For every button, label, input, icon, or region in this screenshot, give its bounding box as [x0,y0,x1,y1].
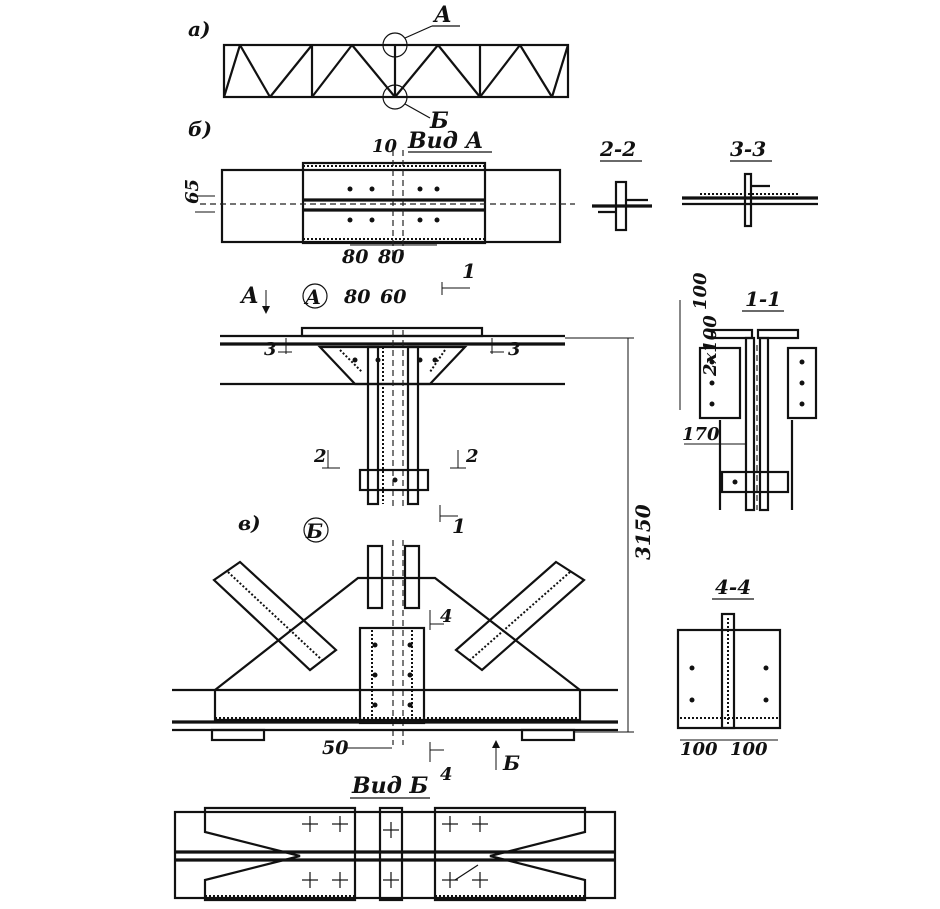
cut-1-top: 1 [462,259,476,283]
section-4-4-title: 4-4 [715,575,751,599]
callout-a-circle [302,283,328,309]
dim-60: 60 [380,286,406,308]
callout-b-letter: Б [305,519,323,543]
cut-4-bottom: 4 [440,764,453,785]
dim-80-top: 80 [343,286,370,308]
dim-10: 10 [372,136,398,157]
dim-3150: 3150 [631,504,655,560]
label-node-b: Б [429,108,449,134]
callout-a-letter: А [303,285,321,309]
cut-1-bottom: 1 [452,514,466,538]
node-a-elevation [220,326,565,510]
cut-3-right: 3 [508,339,521,360]
view-a-title: Вид А [407,128,483,154]
dim-100-left: 100 [680,739,718,760]
dim-80-left: 80 [341,246,368,268]
node-a-marker [382,32,408,58]
section-3-3-title: 3-3 [730,137,766,161]
view-a-plan [195,150,575,255]
callout-b-circle [303,517,329,543]
view-b-plan [173,806,617,902]
section-1-1 [684,328,818,512]
node-b-elevation [172,540,618,745]
view-b-title: Вид Б [351,773,429,799]
cut-2-right: 2 [465,446,479,467]
label-v: в) [238,511,261,535]
arrow-label-b: Б [502,751,520,775]
section-2-2-title: 2-2 [599,137,636,161]
cut-3-left: 3 [264,339,277,360]
dim-2x100: 2x100 [700,315,721,377]
node-b-marker [382,84,408,110]
dim-170: 170 [682,424,720,445]
dim-80-right: 80 [377,246,404,268]
section-2-2 [592,180,652,232]
dim-100-right: 100 [730,739,768,760]
arrow-label-a: А [239,283,259,309]
cut-2-left: 2 [313,446,327,467]
dim-50: 50 [322,737,348,759]
truss-scheme [222,25,570,119]
section-1-1-title: 1-1 [745,287,781,311]
dim-65: 65 [182,179,203,204]
cut-4-top: 4 [440,606,453,627]
section-4-4 [676,612,782,741]
label-a: а) [188,17,210,41]
label-b: б) [188,117,212,141]
label-node-a: А [432,2,452,28]
section-3-3 [682,172,818,228]
dim-100-vertical: 100 [690,272,711,310]
